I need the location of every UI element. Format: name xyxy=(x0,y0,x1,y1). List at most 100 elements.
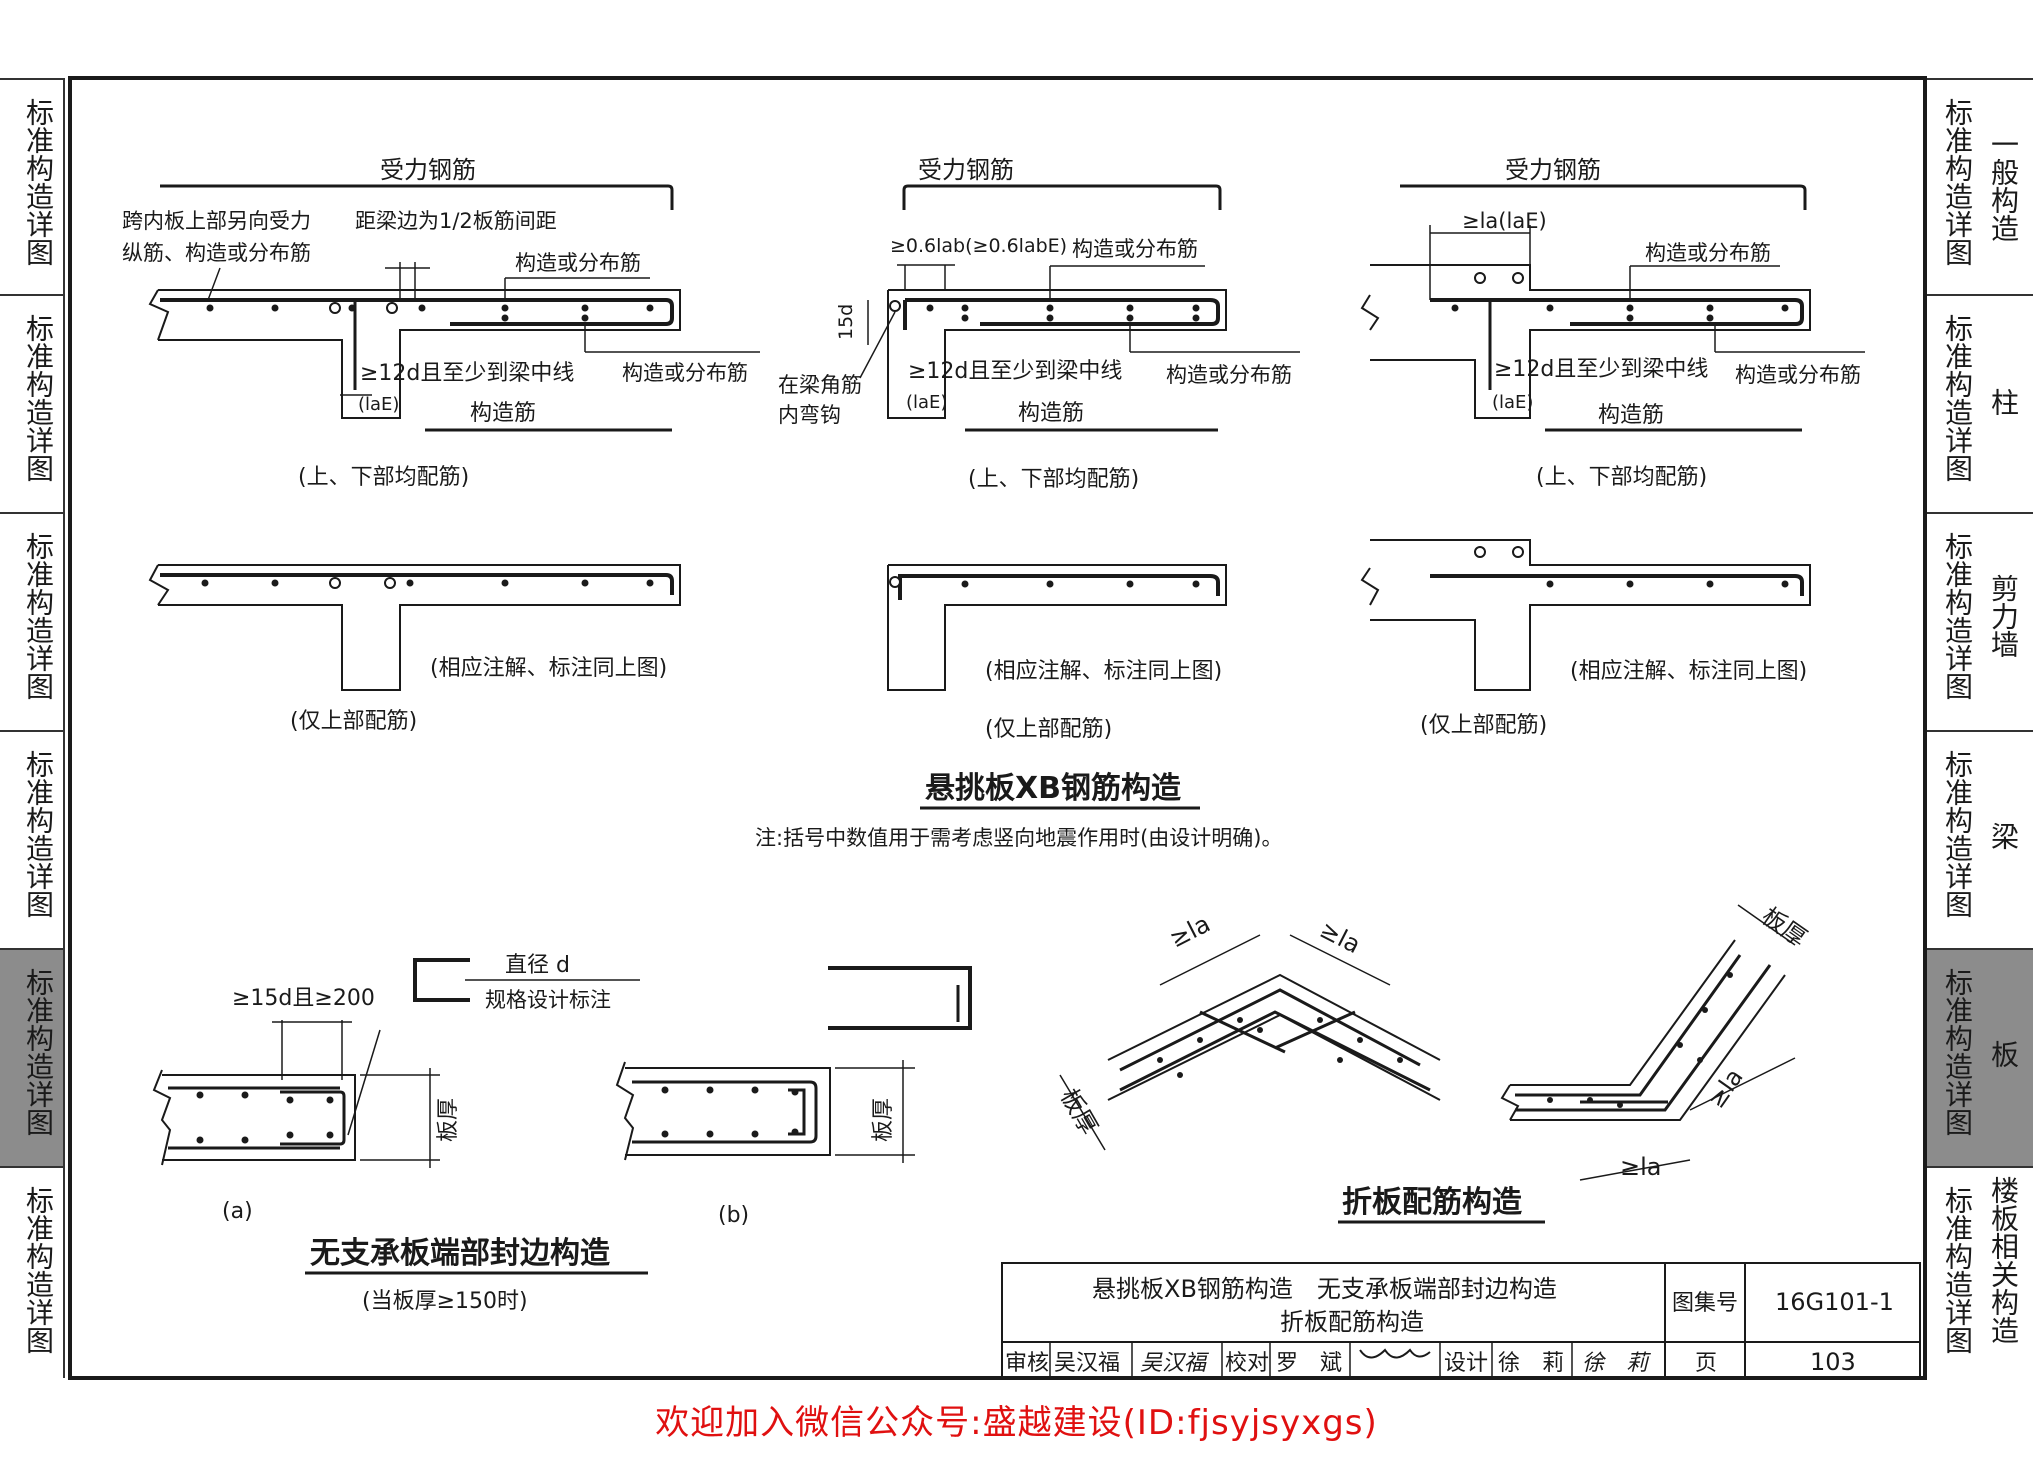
cantilever-diagram-3: 受力钢筋 ≥la(laE) 构造或分布筋 构造或分布筋 ≥12d且至少到梁中线 … xyxy=(1360,156,1865,490)
right-tab-floor-related-label: 标准构造详图 xyxy=(1941,1186,1974,1354)
d1-caption: (上、下部均配筋) xyxy=(298,465,469,490)
d4-caption: (仅上部配筋) xyxy=(290,709,417,734)
checker-signature xyxy=(1359,1348,1431,1359)
right-tab-shear-wall[interactable]: 标准构造详图 剪力墙 xyxy=(1927,512,2033,730)
d3-dist-right: 构造或分布筋 xyxy=(1735,363,1861,387)
fold1-thick: 板厚 xyxy=(1055,1084,1103,1140)
d2-corner-note-1: 在梁角筋 xyxy=(778,373,862,397)
d3-anchor-paren: (laE) xyxy=(1492,392,1533,413)
left-tab-column-label: 标准构造详图 xyxy=(22,314,55,482)
left-tab-column[interactable]: 标准构造详图 xyxy=(0,294,63,512)
title-line1: 悬挑板XB钢筋构造 无支承板端部封边构造 xyxy=(1092,1275,1557,1303)
d1-bottom-label: 构造筋 xyxy=(470,401,536,426)
left-index-tabs: 标准构造详图 标准构造详图 标准构造详图 标准构造详图 标准构造详图 标准构造详… xyxy=(0,78,65,1378)
title-line2: 折板配筋构造 xyxy=(1280,1308,1424,1336)
d2-caption: (上、下部均配筋) xyxy=(968,467,1139,492)
reviewer-label: 审核 xyxy=(1005,1351,1049,1376)
edge-title: 无支承板端部封边构造 xyxy=(310,1236,610,1271)
d5-caption: (仅上部配筋) xyxy=(985,717,1112,742)
edge-seal-b: 板厚 (b) xyxy=(615,966,972,1228)
edge-seal-a: ≥15d且≥200 直径 d 规格设计标注 板厚 (a) xyxy=(152,953,640,1224)
edge-dim: ≥15d且≥200 xyxy=(232,986,375,1011)
d1-top-label: 受力钢筋 xyxy=(380,156,476,184)
fold1-la-right: ≥la xyxy=(1315,915,1365,959)
right-tab-general[interactable]: 标准构造详图 一般构造 xyxy=(1927,78,2033,294)
d2-15d: 15d xyxy=(835,304,857,340)
edge-dia-note: 规格设计标注 xyxy=(485,988,611,1012)
d1-dist-right: 构造或分布筋 xyxy=(622,361,748,385)
right-tab-floor-related-sub: 楼板相关构造 xyxy=(1987,1176,2020,1344)
d1-dist-top: 构造或分布筋 xyxy=(515,251,641,275)
cantilever-diagram-1: 受力钢筋 跨内板上部另向受力 纵筋、构造或分布筋 距梁边为1/2板筋间距 构造或… xyxy=(122,156,760,490)
d2-anchor-paren: (laE) xyxy=(906,392,947,413)
right-tab-general-label: 标准构造详图 xyxy=(1941,98,1974,266)
d3-bottom-label: 构造筋 xyxy=(1598,403,1664,428)
cantilever-diagram-4: (相应注解、标注同上图) (仅上部配筋) xyxy=(148,564,681,734)
edge-label-b: (b) xyxy=(718,1203,749,1228)
d2-dist-right: 构造或分布筋 xyxy=(1166,363,1292,387)
left-tab-floor-related[interactable]: 标准构造详图 xyxy=(0,1166,63,1378)
edge-dia-label: 直径 d xyxy=(505,953,570,978)
designer-label: 设计 xyxy=(1444,1351,1488,1376)
d3-dist-top: 构造或分布筋 xyxy=(1645,241,1771,265)
left-tab-general-label: 标准构造详图 xyxy=(22,98,55,266)
designer-name: 徐 莉 xyxy=(1498,1351,1564,1376)
d1-note-left-2: 纵筋、构造或分布筋 xyxy=(122,241,311,265)
right-tab-column-sub: 柱 xyxy=(1987,388,2020,416)
cantilever-diagram-5: (相应注解、标注同上图) (仅上部配筋) xyxy=(887,564,1227,742)
checker-name: 罗 斌 xyxy=(1276,1351,1342,1376)
d2-dim: ≥0.6lab(≥0.6labE) xyxy=(890,235,1067,257)
right-tab-column[interactable]: 标准构造详图 柱 xyxy=(1927,294,2033,512)
cantilever-note: 注:括号中数值用于需考虑竖向地震作用时(由设计明确)。 xyxy=(755,826,1282,850)
designer-signature: 徐 莉 xyxy=(1582,1351,1651,1376)
d2-anchor: ≥12d且至少到梁中线 xyxy=(908,359,1122,384)
reviewer-name: 吴汉福 xyxy=(1054,1351,1120,1376)
folded-title: 折板配筋构造 xyxy=(1342,1185,1522,1220)
fold2-la-right: ≥la xyxy=(1702,1063,1749,1113)
d6-note: (相应注解、标注同上图) xyxy=(1570,659,1807,684)
cantilever-diagram-2: 受力钢筋 ≥0.6lab(≥0.6labE) 构造或分布筋 构造或分布筋 15d… xyxy=(778,156,1300,492)
page-number: 103 xyxy=(1810,1348,1856,1376)
right-tab-beam[interactable]: 标准构造详图 梁 xyxy=(1927,730,2033,948)
left-tab-slab-label: 标准构造详图 xyxy=(22,968,55,1136)
left-tab-beam[interactable]: 标准构造详图 xyxy=(0,730,63,948)
d2-top-label: 受力钢筋 xyxy=(918,156,1014,184)
sheet-frame xyxy=(68,76,1927,1380)
left-tab-beam-label: 标准构造详图 xyxy=(22,750,55,918)
left-tab-slab[interactable]: 标准构造详图 xyxy=(0,948,63,1166)
right-tab-slab-sub: 板 xyxy=(1987,1040,2020,1068)
atlas-number: 16G101-1 xyxy=(1775,1288,1894,1316)
reviewer-signature: 吴汉福 xyxy=(1140,1351,1210,1376)
cantilever-diagram-6: (相应注解、标注同上图) (仅上部配筋) xyxy=(1360,539,1811,738)
d1-note-left-1: 跨内板上部另向受力 xyxy=(122,209,311,233)
page-label: 页 xyxy=(1695,1351,1717,1376)
right-tab-floor-related[interactable]: 标准构造详图 楼板相关构造 xyxy=(1927,1166,2033,1378)
left-tab-general[interactable]: 标准构造详图 xyxy=(0,78,63,294)
footer-banner: 欢迎加入微信公众号:盛越建设(ID:fjsyjsyxgs) xyxy=(655,1403,1378,1443)
d1-anchor: ≥12d且至少到梁中线 xyxy=(360,361,574,386)
left-tab-floor-related-label: 标准构造详图 xyxy=(22,1186,55,1354)
d4-note: (相应注解、标注同上图) xyxy=(430,656,667,681)
d5-note: (相应注解、标注同上图) xyxy=(985,659,1222,684)
right-tab-slab[interactable]: 标准构造详图 板 xyxy=(1927,948,2033,1166)
left-tab-shear-wall[interactable]: 标准构造详图 xyxy=(0,512,63,730)
right-tab-shear-wall-label: 标准构造详图 xyxy=(1941,532,1974,700)
right-tab-beam-label: 标准构造详图 xyxy=(1941,750,1974,918)
d1-anchor-paren: (laE) xyxy=(358,394,399,415)
edge-label-a: (a) xyxy=(222,1199,253,1224)
d3-dim: ≥la(laE) xyxy=(1462,209,1547,233)
d2-corner-note-2: 内弯钩 xyxy=(778,403,841,427)
checker-label: 校对 xyxy=(1225,1351,1269,1376)
folded-plate-peak: ≥la ≥la 板厚 xyxy=(1055,910,1441,1151)
d1-spacing-note: 距梁边为1/2板筋间距 xyxy=(355,209,557,233)
folded-plate-bend: 板厚 ≥la ≥la xyxy=(1500,902,1812,1181)
right-tab-column-label: 标准构造详图 xyxy=(1941,314,1974,482)
right-tab-slab-label: 标准构造详图 xyxy=(1941,968,1974,1136)
d3-caption: (上、下部均配筋) xyxy=(1536,465,1707,490)
right-tab-general-sub: 一般构造 xyxy=(1987,130,2020,242)
d6-caption: (仅上部配筋) xyxy=(1420,713,1547,738)
left-tab-shear-wall-label: 标准构造详图 xyxy=(22,532,55,700)
right-tab-beam-sub: 梁 xyxy=(1987,822,2020,850)
